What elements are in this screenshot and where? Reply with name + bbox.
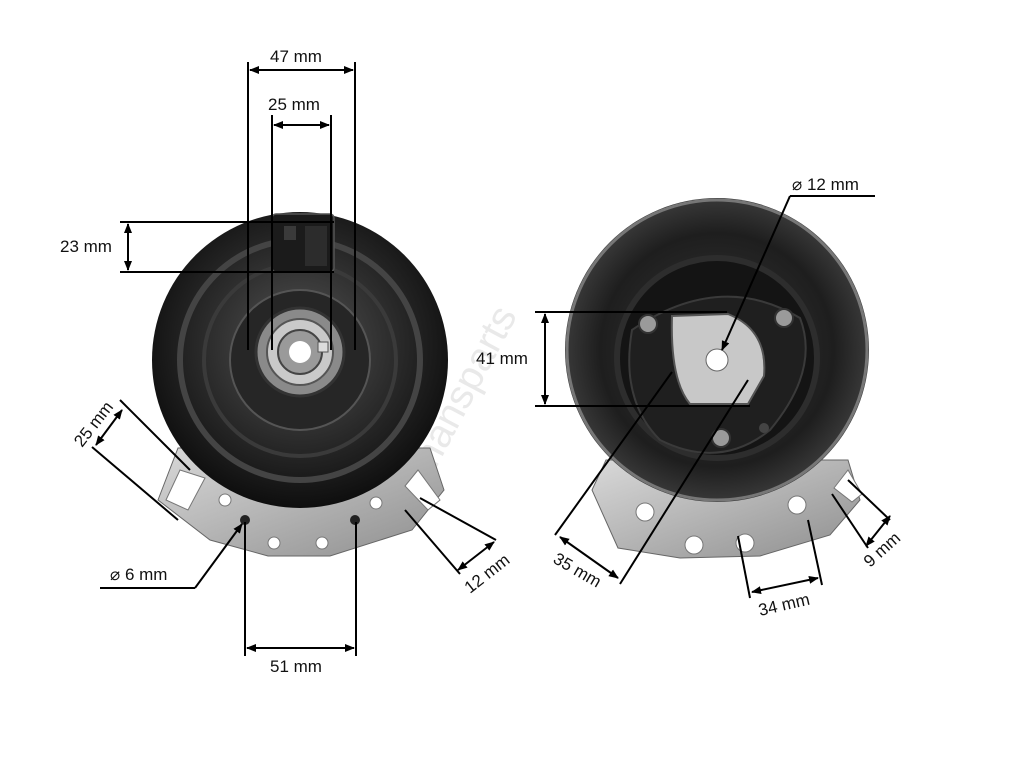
dim-34mm: 34 mm (757, 590, 812, 620)
dim-25mm-top: 25 mm (268, 95, 320, 114)
dim-12mm-slot: 12 mm (461, 550, 514, 597)
dim-35mm: 35 mm (550, 549, 605, 591)
dim-25mm-slot: 25 mm (70, 398, 117, 451)
dim-9mm: 9 mm (860, 528, 904, 571)
right-studs (638, 308, 794, 448)
right-plate-holes (635, 495, 807, 555)
dim-hole-6mm: ⌀ 6 mm (110, 565, 167, 584)
left-mount-holes (240, 515, 360, 525)
right-bore (705, 348, 729, 372)
dim-41mm: 41 mm (476, 349, 528, 368)
right-clutch-view (565, 198, 869, 559)
dim-51mm: 51 mm (270, 657, 322, 676)
dim-23mm: 23 mm (60, 237, 112, 256)
dimension-lines (91, 62, 891, 656)
dim-bore-12mm: ⌀ 12 mm (792, 175, 859, 194)
dim-47mm: 47 mm (270, 47, 322, 66)
left-clutch-view (152, 212, 448, 557)
left-plate-holes (218, 493, 383, 550)
